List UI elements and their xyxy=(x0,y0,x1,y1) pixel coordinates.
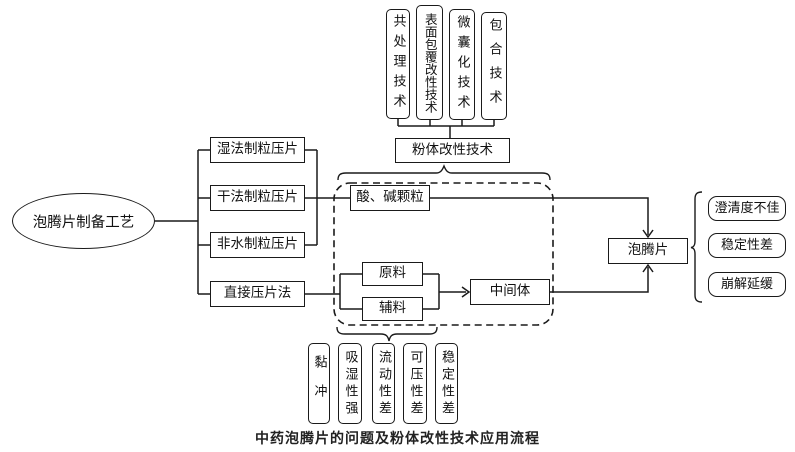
problem-box-poor-clarity: 澄清度不佳 xyxy=(708,196,786,221)
problem-box-poor-stability: 稳定性差 xyxy=(708,233,786,258)
dashed-group-outline xyxy=(333,182,554,326)
powder-modification-box: 粉体改性技术 xyxy=(395,138,510,163)
arrow-down-icon xyxy=(642,229,654,239)
technique-box-microencapsulation: 微囊化技术 xyxy=(449,9,475,120)
powder-problem-box-poor-stability: 稳定性差 xyxy=(435,343,458,424)
acid-to-tablet-line xyxy=(430,197,649,235)
arrow-up-icon xyxy=(642,263,654,273)
acid-alkali-granules-box: 酸、碱颗粒 xyxy=(350,185,430,211)
powder-problem-box-sticking: 黏冲 xyxy=(308,343,330,424)
arrow-right-icon xyxy=(461,286,471,298)
method-box-wet-granulation: 湿法制粒压片 xyxy=(210,137,305,163)
raw-material-box: 原料 xyxy=(362,262,423,286)
overbrace xyxy=(337,164,551,181)
powder-problem-box-poor-compressibility: 可压性差 xyxy=(403,343,427,424)
root-node-preparation-process: 泡腾片制备工艺 xyxy=(12,193,155,249)
problem-box-delayed-disintegration: 崩解延缓 xyxy=(708,272,786,297)
method-box-nonaqueous-granulation: 非水制粒压片 xyxy=(210,232,305,258)
intermediate-box: 中间体 xyxy=(470,279,550,305)
underbrace xyxy=(336,326,438,342)
method-box-direct-compression: 直接压片法 xyxy=(210,281,305,307)
figure-caption: 中药泡腾片的问题及粉体改性技术应用流程 xyxy=(255,431,540,447)
problems-brace xyxy=(690,191,703,303)
technique-box-coprocessing: 共处理技术 xyxy=(386,9,410,119)
methods-branch-lines xyxy=(198,149,210,295)
technique-box-inclusion: 包合技术 xyxy=(481,12,507,120)
techniques-join-lines xyxy=(397,119,495,138)
materials-to-intermediate-lines xyxy=(423,273,466,310)
direct-to-materials-lines xyxy=(305,273,362,310)
intermediate-to-tablet-line xyxy=(550,267,649,293)
powder-problem-box-hygroscopic: 吸湿性强 xyxy=(338,343,362,424)
technique-box-surface-coating: 表面包覆改性技术 xyxy=(416,5,443,120)
method-box-dry-granulation: 干法制粒压片 xyxy=(210,185,305,211)
excipient-box: 辅料 xyxy=(362,297,423,321)
powder-problem-box-poor-flowability: 流动性差 xyxy=(372,343,395,424)
effervescent-tablet-box: 泡腾片 xyxy=(608,238,688,264)
